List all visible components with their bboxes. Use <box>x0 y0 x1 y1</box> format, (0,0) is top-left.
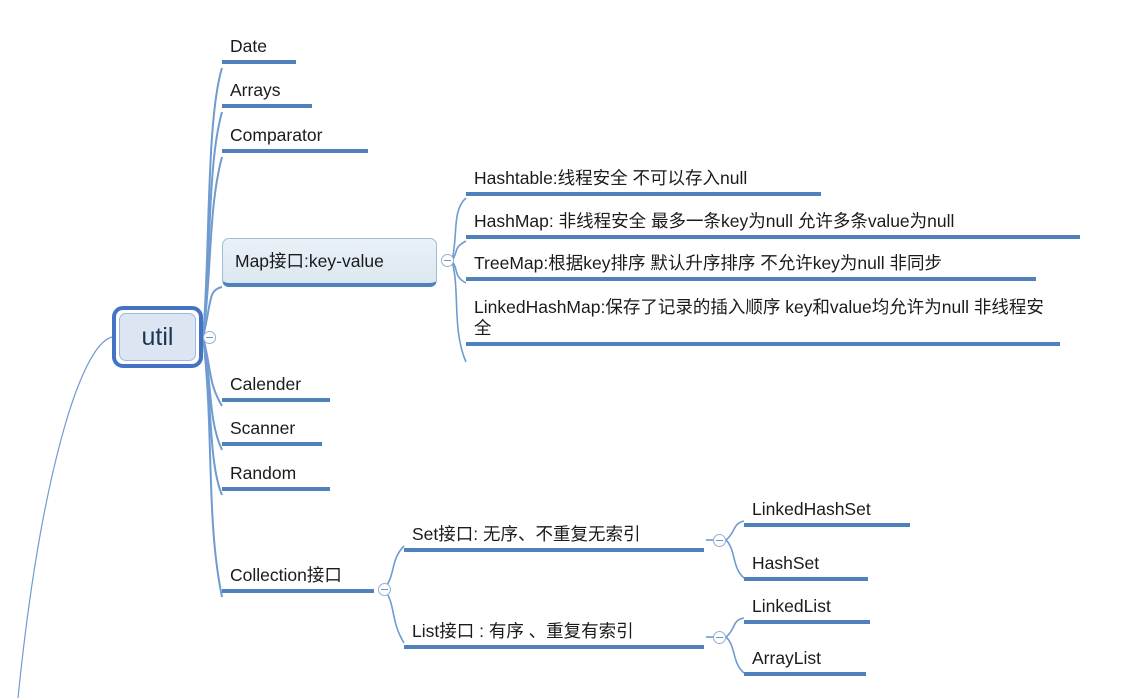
root-node-util[interactable]: util <box>112 306 203 368</box>
branch-curve-hashtable <box>451 197 467 262</box>
collapse-toggle-root[interactable] <box>203 331 216 344</box>
node-collection-interface-label: Collection接口 <box>230 565 342 585</box>
node-hashmap-label: HashMap: 非线程安全 最多一条key为null 允许多条value为nu… <box>474 211 955 231</box>
node-scanner[interactable]: Scanner <box>222 418 322 446</box>
parent-connector-curve <box>17 336 113 698</box>
node-hashtable-label: Hashtable:线程安全 不可以存入null <box>474 168 748 188</box>
node-calender[interactable]: Calender <box>222 374 330 402</box>
branch-curve-scanner <box>202 336 223 451</box>
branch-curve-arraylist <box>725 636 745 674</box>
branch-curve-hashset <box>725 539 745 579</box>
node-set-interface[interactable]: Set接口: 无序、不重复无索引 <box>404 524 704 552</box>
node-treemap[interactable]: TreeMap:根据key排序 默认升序排序 不允许key为null 非同步 <box>466 253 1036 281</box>
node-collection-interface[interactable]: Collection接口 <box>222 565 374 593</box>
node-linkedhashmap[interactable]: LinkedHashMap:保存了记录的插入顺序 key和value均允许为nu… <box>466 297 1060 346</box>
node-random-label: Random <box>230 463 297 483</box>
collapse-toggle-collection[interactable] <box>378 583 391 596</box>
node-comparator[interactable]: Comparator <box>222 125 368 153</box>
branch-curve-list <box>383 588 405 644</box>
node-linkedlist-label: LinkedList <box>752 596 831 616</box>
node-arraylist[interactable]: ArrayList <box>744 648 866 676</box>
branch-curve-linkedlist <box>725 617 745 638</box>
node-random[interactable]: Random <box>222 463 330 491</box>
node-hashset[interactable]: HashSet <box>744 553 868 581</box>
node-hashmap[interactable]: HashMap: 非线程安全 最多一条key为null 允许多条value为nu… <box>466 211 1080 239</box>
node-scanner-label: Scanner <box>230 418 296 438</box>
node-hashtable[interactable]: Hashtable:线程安全 不可以存入null <box>466 168 821 196</box>
node-set-interface-label: Set接口: 无序、不重复无索引 <box>412 524 641 544</box>
node-list-interface-label: List接口 : 有序 、重复有索引 <box>412 621 634 641</box>
node-map-interface-label: Map接口:key-value <box>235 250 384 271</box>
node-comparator-label: Comparator <box>230 125 323 145</box>
root-node-label: util <box>119 313 196 361</box>
branch-curve-linkedhashmap <box>451 260 467 363</box>
node-linkedhashmap-label: LinkedHashMap:保存了记录的插入顺序 key和value均允许为nu… <box>474 297 1044 338</box>
branch-curve-arrays <box>202 111 223 338</box>
branch-curve-treemap <box>451 260 467 284</box>
node-linkedhashset-label: LinkedHashSet <box>752 499 871 519</box>
collapse-toggle-set[interactable] <box>713 534 726 547</box>
branch-curve-random <box>202 336 223 496</box>
branch-curve-linkedhashset <box>725 520 745 541</box>
branch-curve-hashmap <box>451 240 467 262</box>
node-map-interface[interactable]: Map接口:key-value <box>222 238 437 287</box>
branch-curve-date <box>202 67 223 338</box>
collapse-toggle-list[interactable] <box>713 631 726 644</box>
node-treemap-label: TreeMap:根据key排序 默认升序排序 不允许key为null 非同步 <box>474 253 943 273</box>
branch-curve-comparator <box>202 156 223 338</box>
branch-curve-map <box>202 286 223 338</box>
node-arrays-label: Arrays <box>230 80 281 100</box>
branch-curve-collection <box>202 336 223 598</box>
node-list-interface[interactable]: List接口 : 有序 、重复有索引 <box>404 621 704 649</box>
node-date[interactable]: Date <box>222 36 296 64</box>
node-calender-label: Calender <box>230 374 302 394</box>
node-arraylist-label: ArrayList <box>752 648 822 668</box>
node-linkedhashset[interactable]: LinkedHashSet <box>744 499 910 527</box>
branch-curve-calender <box>202 336 223 407</box>
node-date-label: Date <box>230 36 267 56</box>
node-linkedlist[interactable]: LinkedList <box>744 596 870 624</box>
node-arrays[interactable]: Arrays <box>222 80 312 108</box>
node-hashset-label: HashSet <box>752 553 820 573</box>
collapse-toggle-map[interactable] <box>441 254 454 267</box>
